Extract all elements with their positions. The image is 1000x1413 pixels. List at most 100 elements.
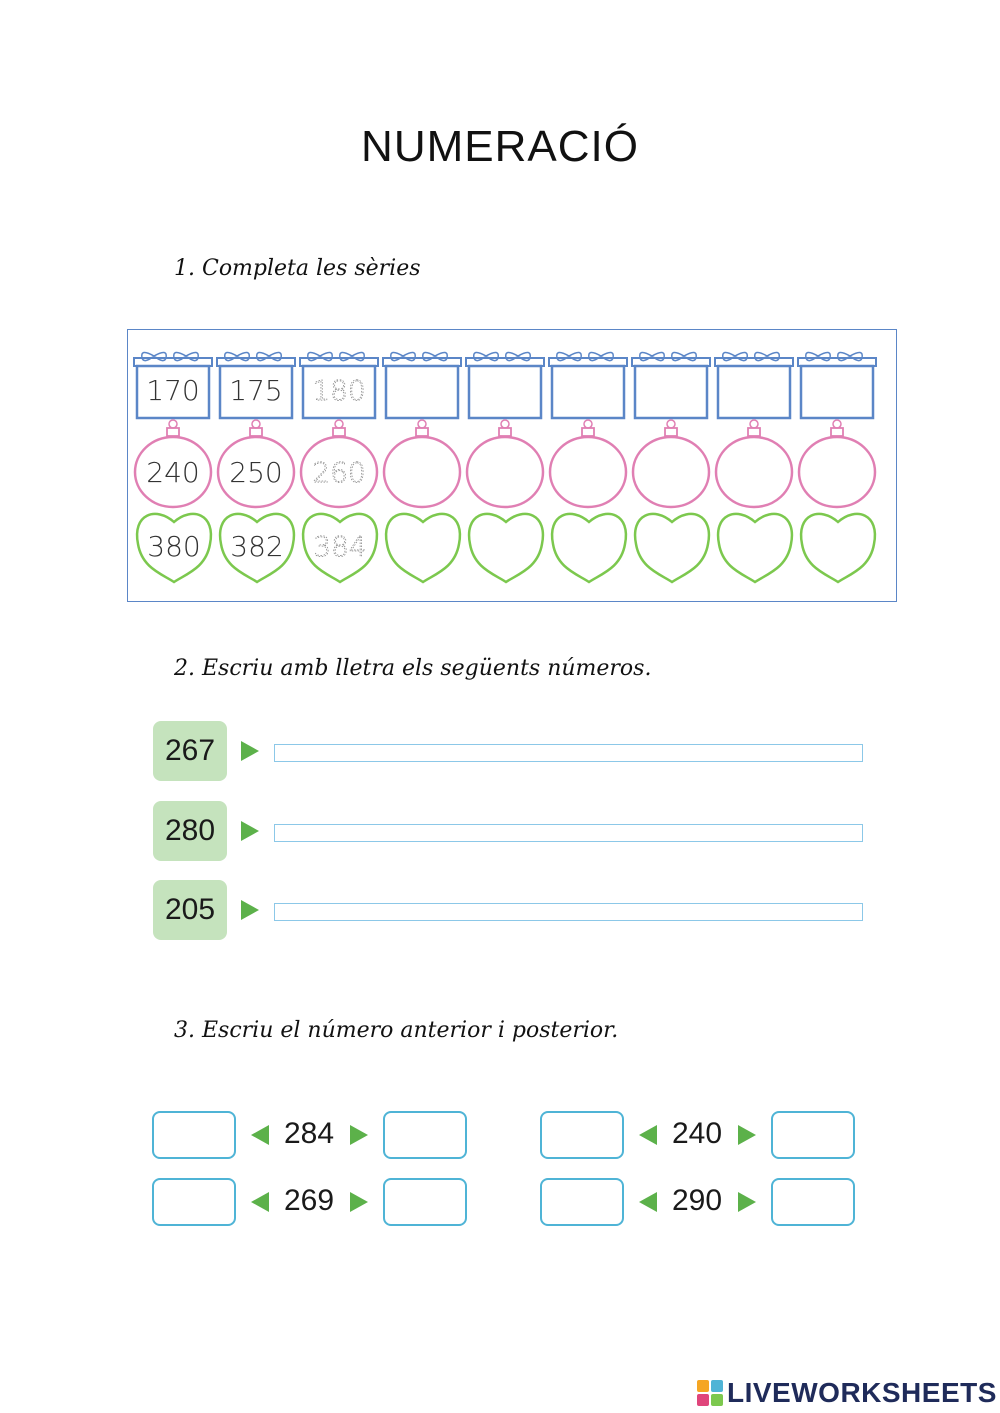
gift-cell[interactable] [714, 351, 794, 420]
gift-cell[interactable] [465, 351, 545, 420]
number-word-row: 267 [153, 721, 873, 781]
bauble-body [631, 435, 711, 509]
heart-cell[interactable] [799, 512, 877, 584]
series-value: 180 [312, 374, 365, 407]
gift-cell[interactable] [382, 351, 462, 420]
gift-box [550, 364, 626, 420]
bauble-cell: 260 [299, 419, 379, 509]
ribbon-bow-icon [307, 351, 365, 362]
arrow-right-icon [350, 1125, 368, 1145]
before-after-group: 240 [540, 1111, 860, 1159]
after-input[interactable] [771, 1111, 855, 1159]
gift-box [384, 364, 460, 420]
gift-box [467, 364, 543, 420]
exercise-3-heading: 3. Escriu el número anterior i posterior… [174, 1018, 619, 1043]
exercise-1-heading: 1. Completa les sèries [174, 256, 421, 281]
heart-shape [135, 512, 213, 584]
before-input[interactable] [540, 1111, 624, 1159]
bauble-body [714, 435, 794, 509]
heart-cell[interactable] [633, 512, 711, 584]
logo-text: LIVEWORKSHEETS [727, 1377, 997, 1408]
heart-cell: 382 [218, 512, 296, 584]
heart-cell[interactable] [384, 512, 462, 584]
answer-line-input[interactable] [274, 824, 863, 842]
bauble-cell[interactable] [465, 419, 545, 509]
ribbon-bow-icon [556, 351, 614, 362]
bauble-cell[interactable] [714, 419, 794, 509]
bauble-hook [168, 419, 178, 429]
heart-shape [467, 512, 545, 584]
heart-cell[interactable] [467, 512, 545, 584]
heart-shape [550, 512, 628, 584]
exercise-2-heading: 2. Escriu amb lletra els següents número… [174, 656, 652, 681]
bauble-cap [830, 427, 844, 437]
bauble-hook [251, 419, 261, 429]
bauble-hook [500, 419, 510, 429]
gift-box [218, 364, 294, 420]
bauble-cap [249, 427, 263, 437]
gift-box [716, 364, 792, 420]
heart-shape [633, 512, 711, 584]
arrow-right-icon [241, 741, 259, 761]
number-badge: 267 [153, 721, 227, 781]
bauble-body [382, 435, 462, 509]
bauble-cell[interactable] [797, 419, 877, 509]
heart-cell[interactable] [716, 512, 794, 584]
before-input[interactable] [152, 1178, 236, 1226]
series-value: 384 [313, 530, 366, 563]
bauble-body [216, 435, 296, 509]
gift-cell: 180 [299, 351, 379, 420]
series-value: 175 [229, 374, 282, 407]
heart-shape [384, 512, 462, 584]
before-input[interactable] [152, 1111, 236, 1159]
number-badge: 280 [153, 801, 227, 861]
heart-shape [218, 512, 296, 584]
gift-cell: 170 [133, 351, 213, 420]
arrow-right-icon [738, 1192, 756, 1212]
bauble-cap [581, 427, 595, 437]
bauble-hook [832, 419, 842, 429]
series-value: 382 [230, 530, 283, 563]
bauble-cap [332, 427, 346, 437]
ribbon-bow-icon [141, 351, 199, 362]
heart-cell: 380 [135, 512, 213, 584]
bauble-hook [583, 419, 593, 429]
after-input[interactable] [383, 1111, 467, 1159]
bauble-cell[interactable] [631, 419, 711, 509]
gift-cell[interactable] [631, 351, 711, 420]
arrow-right-icon [738, 1125, 756, 1145]
heart-shape [716, 512, 794, 584]
after-input[interactable] [771, 1178, 855, 1226]
gift-cell[interactable] [797, 351, 877, 420]
center-number: 284 [283, 1117, 335, 1150]
ribbon-bow-icon [805, 351, 863, 362]
after-input[interactable] [383, 1178, 467, 1226]
answer-line-input[interactable] [274, 744, 863, 762]
bauble-body [133, 435, 213, 509]
arrow-right-icon [350, 1192, 368, 1212]
before-input[interactable] [540, 1178, 624, 1226]
series-value: 380 [147, 530, 200, 563]
center-number: 290 [671, 1184, 723, 1217]
bauble-cap [498, 427, 512, 437]
heart-cell[interactable] [550, 512, 628, 584]
bauble-cell[interactable] [382, 419, 462, 509]
bauble-body [548, 435, 628, 509]
heart-cell: 384 [301, 512, 379, 584]
arrow-left-icon [639, 1125, 657, 1145]
series-value: 170 [146, 374, 199, 407]
bauble-hook [417, 419, 427, 429]
bauble-body [465, 435, 545, 509]
heart-shape [799, 512, 877, 584]
bauble-hook [666, 419, 676, 429]
series-value: 240 [146, 456, 199, 489]
bauble-cell: 250 [216, 419, 296, 509]
before-after-group: 269 [152, 1178, 472, 1226]
bauble-body [299, 435, 379, 509]
bauble-cell[interactable] [548, 419, 628, 509]
answer-line-input[interactable] [274, 903, 863, 921]
gift-cell[interactable] [548, 351, 628, 420]
gift-box [301, 364, 377, 420]
